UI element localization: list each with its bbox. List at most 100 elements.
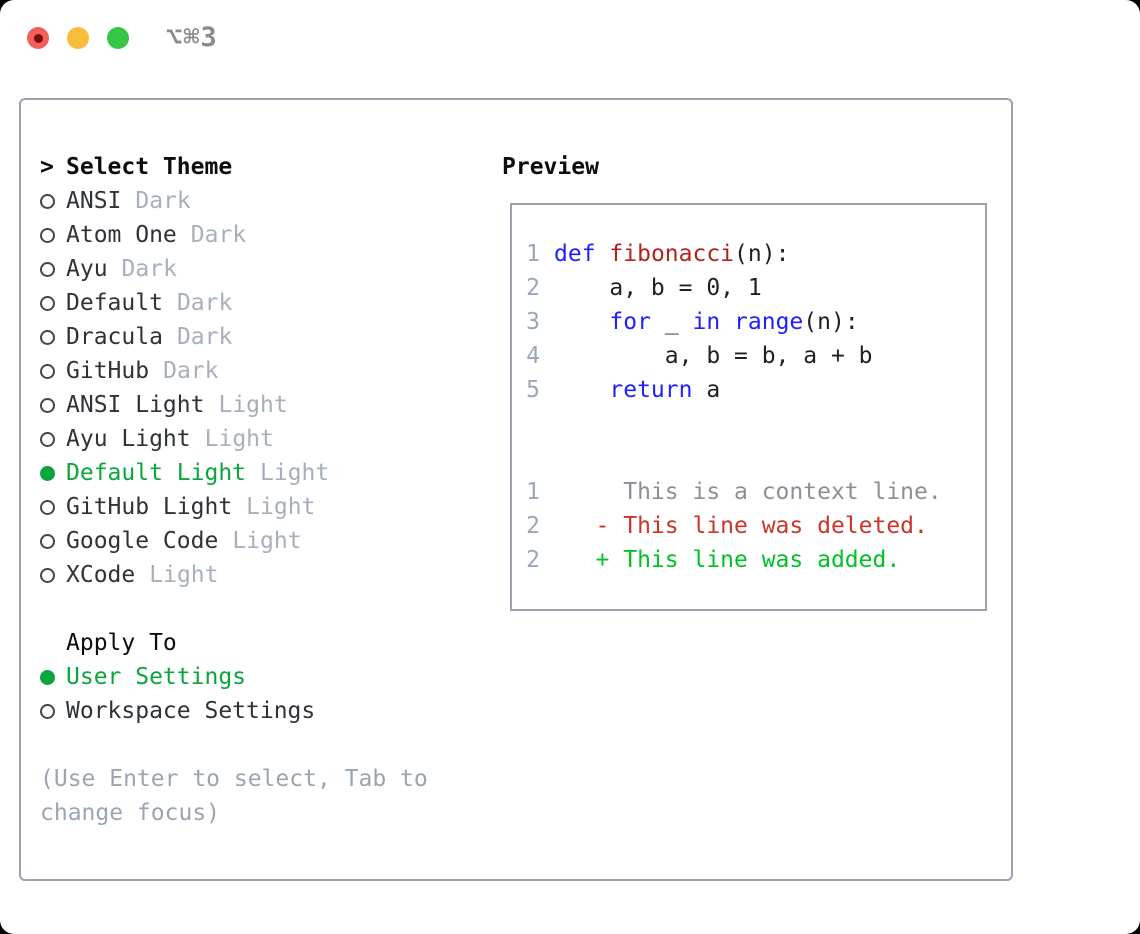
theme-label: ANSI (66, 188, 122, 214)
code-segment: a, b = b, a + b (554, 343, 873, 369)
theme-variant-tag: Light (204, 426, 274, 452)
theme-label: Default Light (66, 460, 247, 486)
code-line: 2 a, b = 0, 1 (526, 271, 985, 305)
minimize-button[interactable] (67, 27, 89, 49)
code-segment (596, 241, 610, 267)
radio-unselected-icon (40, 363, 55, 379)
theme-option[interactable]: XCode Light (40, 558, 500, 592)
theme-label: Ayu (66, 256, 108, 282)
theme-variant-tag: Dark (163, 358, 219, 384)
close-dot-icon (33, 33, 43, 43)
spacer (40, 728, 500, 762)
code-segment: fibonacci (609, 241, 735, 267)
line-number: 1 (526, 241, 540, 267)
select-theme-title: Select Theme (66, 154, 233, 180)
theme-option[interactable]: GitHub Dark (40, 354, 500, 388)
diff-line: 2 - This line was deleted. (526, 509, 985, 543)
theme-variant-tag: Light (149, 562, 219, 588)
code-segment: (n): (803, 309, 859, 335)
line-number: 4 (526, 343, 540, 369)
apply-to-header: Apply To (40, 626, 500, 660)
theme-variant-tag: Dark (176, 290, 233, 316)
radio-unselected-icon (40, 397, 55, 413)
radio-marker (40, 465, 66, 481)
theme-label: XCode (66, 562, 136, 588)
theme-option[interactable]: Atom One Dark (40, 218, 500, 252)
preview-title: Preview (502, 154, 599, 180)
theme-label: Default (66, 290, 163, 316)
theme-label: Atom One (66, 222, 177, 248)
diff-text: + This line was added. (554, 547, 901, 573)
radio-marker (40, 567, 66, 583)
theme-variant-tag: Light (232, 528, 302, 554)
theme-option[interactable]: ANSI Light Light (40, 388, 500, 422)
theme-option[interactable]: Ayu Light Light (40, 422, 500, 456)
theme-option[interactable]: Dracula Dark (40, 320, 500, 354)
spacer (40, 592, 500, 626)
theme-option[interactable]: Default Dark (40, 286, 500, 320)
theme-label: GitHub (66, 358, 150, 384)
radio-selected-icon (40, 465, 55, 481)
diff-line: 1 This is a context line. (526, 475, 985, 509)
diff-line: 2 + This line was added. (526, 543, 985, 577)
radio-marker (40, 533, 66, 549)
theme-variant-tag: Light (260, 460, 330, 486)
close-button[interactable] (27, 27, 49, 49)
radio-marker (40, 295, 66, 311)
line-number: 5 (526, 377, 540, 403)
radio-unselected-icon (40, 431, 55, 447)
code-segment: def (554, 241, 596, 267)
code-segment (720, 309, 734, 335)
code-line: 1 def fibonacci(n): (526, 237, 985, 271)
theme-label: Dracula (66, 324, 163, 350)
code-segment: (n): (734, 241, 790, 267)
radio-unselected-icon (40, 227, 55, 243)
theme-label: ANSI Light (66, 392, 205, 418)
prompt-caret-icon: > (40, 154, 54, 180)
line-number: 2 (526, 275, 540, 301)
code-segment: range (734, 309, 804, 335)
line-number: 2 (526, 547, 540, 573)
theme-variant-tag: Light (218, 392, 288, 418)
maximize-button[interactable] (107, 27, 129, 49)
line-number: 1 (526, 479, 540, 505)
diff-text: - This line was deleted. (554, 513, 928, 539)
code-segment (554, 309, 609, 335)
radio-marker (40, 363, 66, 379)
theme-label: Ayu Light (66, 426, 191, 452)
radio-unselected-icon (40, 329, 55, 345)
theme-variant-tag: Dark (176, 324, 233, 350)
radio-unselected-icon (40, 567, 55, 583)
radio-selected-icon (40, 669, 55, 685)
code-text: def fibonacci(n): (554, 241, 789, 267)
radio-unselected-icon (40, 193, 55, 209)
help-line-1: (Use Enter to select, Tab to (40, 766, 428, 792)
radio-marker (40, 669, 66, 685)
apply-option[interactable]: User Settings (40, 660, 500, 694)
diff-text: This is a context line. (554, 479, 942, 505)
code-segment: for (609, 309, 651, 335)
theme-variant-tag: Dark (190, 222, 247, 248)
radio-marker (40, 329, 66, 345)
diff-block: 1 This is a context line.2 - This line w… (526, 475, 985, 577)
apply-option-label: User Settings (66, 664, 247, 690)
theme-option[interactable]: Default Light Light (40, 456, 500, 490)
code-segment: in (692, 309, 721, 335)
apply-option-label: Workspace Settings (66, 698, 316, 724)
radio-unselected-icon (40, 703, 55, 719)
apply-option[interactable]: Workspace Settings (40, 694, 500, 728)
radio-marker (40, 703, 66, 719)
radio-marker (40, 499, 66, 515)
help-text: (Use Enter to select, Tab to change focu… (40, 762, 500, 830)
code-segment: _ (650, 309, 693, 335)
